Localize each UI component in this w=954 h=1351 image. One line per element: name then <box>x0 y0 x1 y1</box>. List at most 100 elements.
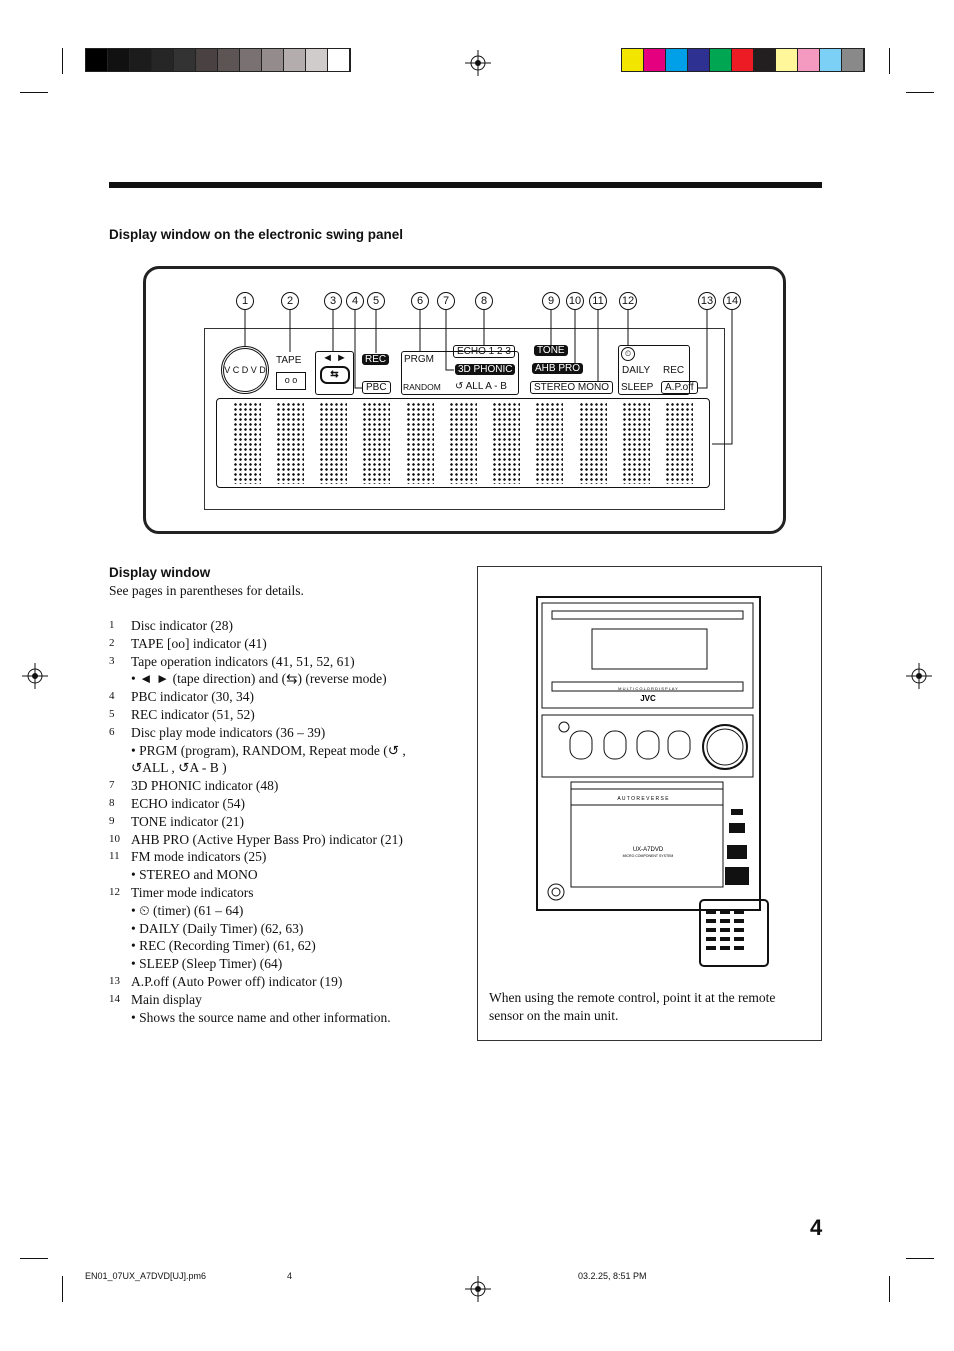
color-swatch <box>732 49 754 71</box>
device-model: UX-A7DVD <box>633 847 664 853</box>
item-number: 8 <box>109 796 115 809</box>
item-number: 9 <box>109 814 115 827</box>
item-text: FM mode indicators (25) <box>131 849 267 865</box>
registration-mark-right <box>906 663 932 689</box>
display-window-intro: See pages in parentheses for details. <box>109 583 304 598</box>
display-digit <box>492 402 521 484</box>
grayscale-swatch <box>218 49 240 71</box>
callout-5: 5 <box>367 292 385 310</box>
callout-6: 6 <box>411 292 429 310</box>
remote-caption: When using the remote control, point it … <box>489 990 776 1023</box>
item-bullet: ↺ALL , ↺A - B ) <box>131 760 227 776</box>
header-rule <box>109 182 822 188</box>
item-text: Timer mode indicators <box>131 884 254 900</box>
footer-timestamp: 03.2.25, 8:51 PM <box>578 1271 647 1281</box>
item-bullet: • SLEEP (Sleep Timer) (64) <box>131 956 283 972</box>
display-window-outline <box>204 328 725 510</box>
device-illustration-frame <box>477 566 822 1041</box>
item-number: 6 <box>109 725 115 738</box>
device-illustration: JVC M U L T I C O L O R D I S P L A Y A … <box>536 596 769 967</box>
list-item: • ◄ ► (tape direction) and (⇆) (reverse … <box>109 670 459 688</box>
item-number: 12 <box>109 885 120 898</box>
callout-12: 12 <box>619 292 637 310</box>
ahb-pro-indicator: AHB PRO <box>532 363 584 374</box>
grayscale-swatch <box>174 49 196 71</box>
process-color-bar <box>621 48 865 72</box>
callout-4: 4 <box>346 292 364 310</box>
item-text: Tape operation indicators (41, 51, 52, 6… <box>131 653 355 669</box>
pbc-indicator: PBC <box>362 381 391 394</box>
timer-box <box>618 345 690 395</box>
item-number: 5 <box>109 707 115 720</box>
color-swatch <box>776 49 798 71</box>
registration-mark-bottom <box>465 1276 491 1302</box>
item-number: 13 <box>109 974 120 987</box>
item-bullet: • ◄ ► (tape direction) and (⇆) (reverse … <box>131 671 387 687</box>
disc-mode-box <box>401 351 519 395</box>
grayscale-swatch <box>262 49 284 71</box>
leader-lines <box>244 310 733 445</box>
color-swatch <box>842 49 864 71</box>
item-text: PBC indicator (30, 34) <box>131 689 254 705</box>
fm-mode-indicator: STEREO MONO <box>530 381 614 394</box>
grayscale-swatch <box>240 49 262 71</box>
device-auto-reverse: A U T O R E V E R S E <box>617 796 669 802</box>
color-swatch <box>710 49 732 71</box>
callout-7: 7 <box>437 292 455 310</box>
callout-10: 10 <box>566 292 584 310</box>
page-number: 4 <box>810 1215 823 1240</box>
list-item: • DAILY (Daily Timer) (62, 63) <box>109 920 459 938</box>
disc-indicator: V C D V D <box>221 346 269 394</box>
tape-label: TAPE <box>276 355 302 366</box>
grayscale-swatch <box>130 49 152 71</box>
callout-14: 14 <box>723 292 741 310</box>
display-digit <box>232 402 261 484</box>
list-item: • REC (Recording Timer) (61, 62) <box>109 937 459 955</box>
item-text: ECHO indicator (54) <box>131 795 245 811</box>
item-number: 1 <box>109 619 115 631</box>
display-digit <box>578 402 607 484</box>
item-bullet: • DAILY (Daily Timer) (62, 63) <box>131 920 304 936</box>
item-text: AHB PRO (Active Hyper Bass Pro) indicato… <box>131 831 403 847</box>
item-bullet: • STEREO and MONO <box>131 867 258 883</box>
color-swatch <box>754 49 776 71</box>
3d-phonic-indicator: 3D PHONIC <box>455 364 516 375</box>
timer-icon: ⏲ <box>621 347 635 361</box>
display-digit <box>622 402 651 484</box>
grayscale-swatch <box>86 49 108 71</box>
rec-indicator: REC <box>362 354 390 365</box>
device-brand: JVC <box>640 694 656 703</box>
swing-panel-frame <box>143 266 786 534</box>
tone-indicator: TONE <box>534 345 568 356</box>
repeat-label: ALL A - B <box>465 381 507 392</box>
list-item: 8 ECHO indicator (54) <box>109 795 459 813</box>
disc-label: V C D V D <box>224 365 266 375</box>
color-swatch <box>798 49 820 71</box>
list-item: ↺ALL , ↺A - B ) <box>109 759 459 777</box>
item-number: 3 <box>109 654 115 667</box>
grayscale-swatch <box>196 49 218 71</box>
item-bullet: • PRGM (program), RANDOM, Repeat mode (↺… <box>131 742 406 758</box>
main-display <box>216 398 710 488</box>
footer-file: EN01_07UX_A7DVD[UJ].pm6 <box>85 1271 207 1281</box>
color-swatch <box>820 49 842 71</box>
grayscale-swatch <box>328 49 350 71</box>
grayscale-swatch <box>152 49 174 71</box>
tape-direction-box: ◄ ► ⇆ <box>315 351 354 395</box>
callout-11: 11 <box>589 292 607 310</box>
list-item: 12 Timer mode indicators <box>109 884 459 902</box>
grayscale-swatch <box>306 49 328 71</box>
list-item: • PRGM (program), RANDOM, Repeat mode (↺… <box>109 742 459 760</box>
color-swatch <box>666 49 688 71</box>
item-number: 2 <box>109 636 115 649</box>
sleep-indicator: SLEEP <box>621 382 654 393</box>
callout-13: 13 <box>698 292 716 310</box>
display-digit <box>405 402 434 484</box>
